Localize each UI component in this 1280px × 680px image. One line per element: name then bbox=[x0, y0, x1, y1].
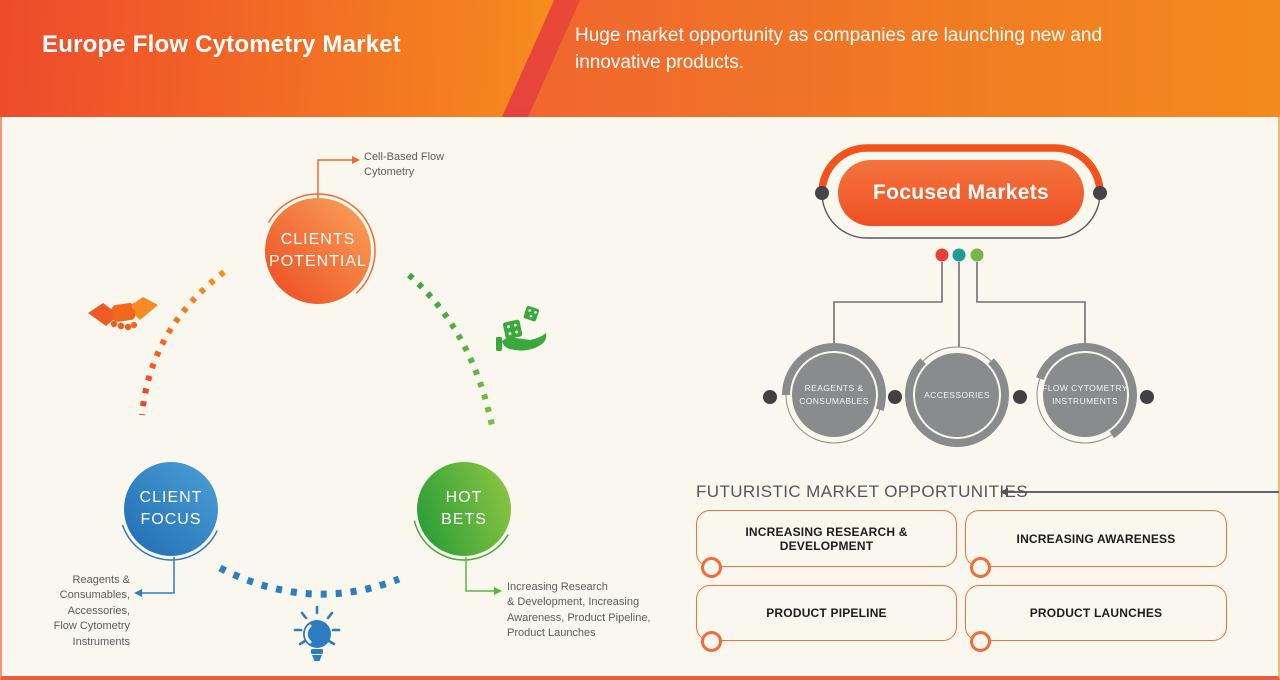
opportunity-box-pipeline: PRODUCT PIPELINE bbox=[696, 585, 957, 641]
segment-label-instruments: FLOW CYTOMETRY INSTRUMENTS bbox=[1042, 383, 1128, 406]
arrow-left-icon bbox=[134, 589, 142, 597]
header-banner: Europe Flow Cytometry Market Huge market… bbox=[0, 0, 1280, 117]
client-focus-connector bbox=[134, 557, 175, 597]
ring-right-dot bbox=[1093, 186, 1107, 200]
segment-separator-dots bbox=[763, 390, 1154, 404]
segment-label-accessories: ACCESSORIES bbox=[924, 389, 990, 400]
opportunity-box-awareness: INCREASING AWARENESS bbox=[965, 510, 1227, 567]
focused-markets-title: Focused Markets bbox=[872, 181, 1050, 204]
opportunity-label: INCREASING RESEARCH & DEVELOPMENT bbox=[745, 524, 908, 553]
box-corner-dot bbox=[701, 631, 722, 652]
clients-potential-connector bbox=[317, 156, 360, 199]
lightbulb-icon bbox=[293, 605, 341, 661]
opportunities-heading: FUTURISTIC MARKET OPPORTUNITIES bbox=[696, 482, 1028, 501]
hot-bets-ring bbox=[412, 457, 516, 561]
segment-connectors bbox=[833, 262, 1086, 347]
clients-potential-ring bbox=[260, 193, 376, 309]
ring-left-dot bbox=[815, 186, 829, 200]
opportunities-arrow bbox=[1000, 488, 1279, 496]
focused-markets-pill: Focused Markets bbox=[838, 160, 1084, 226]
segment-reagents-consumables bbox=[782, 343, 886, 447]
dotted-arc-green bbox=[407, 272, 496, 432]
segment-accessories bbox=[905, 343, 1009, 447]
client-focus-label: CLIENT FOCUS bbox=[139, 488, 203, 528]
opportunity-label: PRODUCT LAUNCHES bbox=[1029, 606, 1163, 620]
segment-label-reagents: REAGENTS & CONSUMABLES bbox=[799, 383, 869, 406]
focused-markets-ring bbox=[815, 144, 1107, 239]
client-focus-ring bbox=[119, 457, 223, 561]
handshake-icon bbox=[88, 297, 158, 331]
client-focus-note: Reagents & Consumables, Accessories, Flo… bbox=[53, 574, 130, 648]
segment-flow-cytometry-instruments bbox=[1033, 343, 1137, 447]
opportunity-box-research-development: INCREASING RESEARCH & DEVELOPMENT bbox=[696, 510, 957, 567]
clients-potential-label: CLIENTS POTENTIAL bbox=[269, 230, 367, 270]
dice-in-hand-icon bbox=[496, 305, 547, 351]
infographic-canvas: CLIENTS POTENTIAL CLIENT FOCUS HOT BETS … bbox=[0, 117, 1280, 680]
dotted-arc-blue bbox=[218, 564, 401, 598]
arrow-left-icon bbox=[1000, 488, 1008, 496]
box-corner-dot bbox=[970, 557, 991, 578]
box-corner-dot bbox=[970, 631, 991, 652]
box-corner-dot bbox=[701, 557, 722, 578]
hot-bets-node: HOT BETS bbox=[417, 462, 511, 556]
header-subtitle: Huge market opportunity as companies are… bbox=[575, 25, 1103, 73]
hot-bets-connector bbox=[465, 557, 502, 595]
stem-dot-red bbox=[935, 248, 949, 262]
header-right-panel bbox=[525, 0, 1280, 117]
stem-dot-teal bbox=[952, 248, 966, 262]
clients-potential-node: CLIENTS POTENTIAL bbox=[265, 198, 371, 304]
opportunity-box-launches: PRODUCT LAUNCHES bbox=[965, 585, 1227, 641]
clients-potential-note: Cell-Based Flow Cytometry bbox=[364, 151, 445, 179]
page-title: Europe Flow Cytometry Market bbox=[42, 31, 402, 58]
arrow-right-icon bbox=[494, 587, 502, 595]
stem-dot-green bbox=[970, 248, 984, 262]
diagram-lines-layer bbox=[88, 144, 1279, 661]
opportunity-label: PRODUCT PIPELINE bbox=[766, 606, 887, 620]
arrow-right-icon bbox=[352, 156, 360, 164]
dotted-arc-orange bbox=[139, 269, 226, 416]
client-focus-node: CLIENT FOCUS bbox=[124, 462, 218, 556]
hot-bets-label: HOT BETS bbox=[441, 488, 487, 528]
opportunity-label: INCREASING AWARENESS bbox=[1016, 531, 1176, 546]
hot-bets-note: Increasing Research & Development, Incre… bbox=[507, 581, 651, 640]
